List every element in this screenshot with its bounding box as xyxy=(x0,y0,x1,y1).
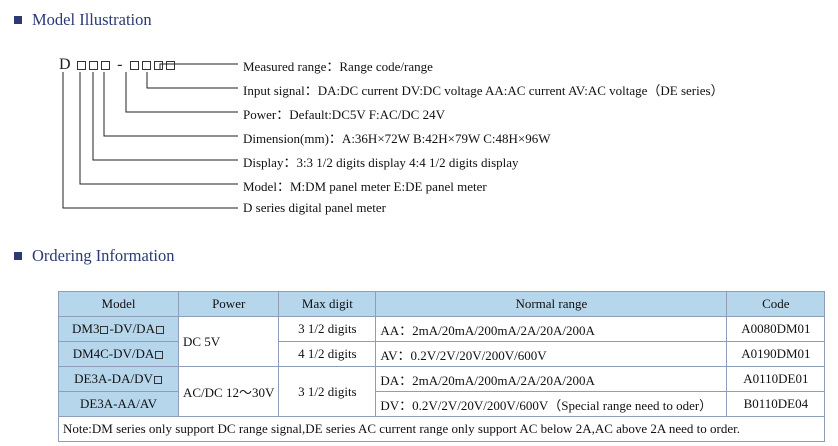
cell-power: AC/DC 12～30V xyxy=(177,366,280,417)
code-box-icon xyxy=(130,60,140,70)
square-bullet-icon xyxy=(14,16,22,24)
legend-series: D series digital panel meter xyxy=(243,200,386,215)
cell-range: DV：0.2V/2V/20V/200V/600V（Special range n… xyxy=(375,391,728,417)
section-title-text: Ordering Information xyxy=(32,246,175,265)
section-title-ordering-information: Ordering Information xyxy=(14,246,175,266)
placeholder-box-icon xyxy=(100,326,109,335)
table-row: DE3A-AA/AV DV：0.2V/2V/20V/200V/600V（Spec… xyxy=(58,391,826,417)
model-text: DM4C-DV/DA xyxy=(72,346,155,361)
ordering-table: Model Power Max digit Normal range Code … xyxy=(57,291,826,442)
section-title-model-illustration: Model Illustration xyxy=(14,10,152,30)
cell-range: DA：2mA/20mA/200mA/2A/20A/200A xyxy=(375,366,728,392)
cell-digit: 4 1/2 digits xyxy=(278,341,377,367)
cell-code: A0190DM01 xyxy=(726,341,826,367)
table-row: DM4C-DV/DA 4 1/2 digits AV：0.2V/2V/20V/2… xyxy=(58,341,826,367)
legend-model: Model：M:DM panel meter E:DE panel meter xyxy=(243,179,487,194)
header-max-digit: Max digit xyxy=(278,291,377,317)
cell-model: DM3 -DV/DA xyxy=(58,316,179,342)
code-box-icon xyxy=(89,60,99,70)
placeholder-box-icon xyxy=(155,326,164,335)
cell-range: AA：2mA/20mA/200mA/2A/20A/200A xyxy=(375,316,728,342)
header-normal-range: Normal range xyxy=(375,291,728,317)
code-box-icon xyxy=(142,60,152,70)
code-box-icon xyxy=(154,60,164,70)
legend-dimension: Dimension(mm)：A:36H×72W B:42H×79W C:48H×… xyxy=(243,131,551,146)
model-text: -DV/DA xyxy=(109,321,155,336)
legend-input-signal: Input signal：DA:DC current DV:DC voltage… xyxy=(243,83,724,98)
cell-range: AV：0.2V/2V/20V/200V/600V xyxy=(375,341,728,367)
code-dash: - xyxy=(117,56,123,74)
cell-model: DE3A-AA/AV xyxy=(58,391,179,417)
header-model: Model xyxy=(58,291,179,317)
legend-measured-range: Measured range：Range code/range xyxy=(243,59,433,74)
cell-power: DC 5V xyxy=(177,316,280,367)
table-row: DE3A-DA/DV AC/DC 12～30V 3 1/2 digits DA：… xyxy=(58,366,826,417)
cell-code: A0110DE01 xyxy=(726,366,826,392)
legend-power: Power：Default:DC5V F:AC/DC 24V xyxy=(243,107,445,122)
header-power: Power xyxy=(177,291,280,317)
cell-digit: 3 1/2 digits xyxy=(278,316,377,342)
code-box-icon xyxy=(166,60,176,70)
table-row: DM3 -DV/DA DC 5V 3 1/2 digits AA：2mA/20mA… xyxy=(58,316,826,367)
square-bullet-icon xyxy=(14,252,22,260)
code-prefix: D xyxy=(59,56,72,73)
model-text: DM3 xyxy=(72,321,100,336)
table-header-row: Model Power Max digit Normal range Code xyxy=(58,291,826,317)
cell-code: B0110DE04 xyxy=(726,391,826,417)
cell-code: A0080DM01 xyxy=(726,316,826,342)
model-code-pattern: D - xyxy=(59,56,177,74)
cell-digit: 3 1/2 digits xyxy=(278,366,377,417)
cell-model: DM4C-DV/DA xyxy=(58,341,179,367)
code-box-icon xyxy=(77,60,87,70)
model-text: DE3A-DA/DV xyxy=(74,371,153,386)
code-box-icon xyxy=(101,60,111,70)
header-code: Code xyxy=(726,291,826,317)
table-note-row: Note:DM series only support DC range sig… xyxy=(57,416,826,442)
section-title-text: Model Illustration xyxy=(32,10,152,29)
placeholder-box-icon xyxy=(155,351,164,360)
table-note: Note:DM series only support DC range sig… xyxy=(57,416,826,442)
legend-display: Display：3:3 1/2 digits display 4:4 1/2 d… xyxy=(243,155,519,170)
placeholder-box-icon xyxy=(153,376,162,385)
cell-model: DE3A-DA/DV xyxy=(58,366,179,392)
